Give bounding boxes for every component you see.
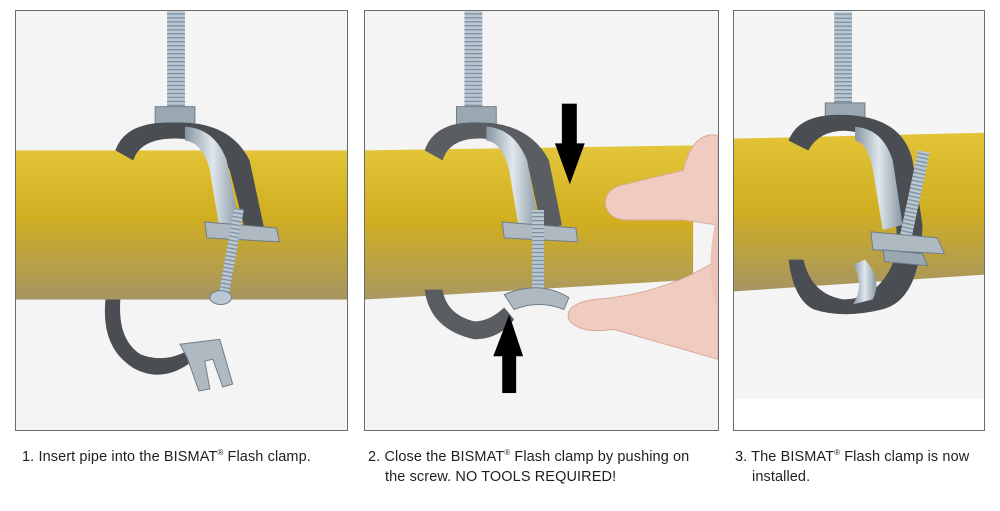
yellow-pipe [16, 150, 347, 300]
step-number: 2. [368, 449, 381, 465]
closing-clamp-illustration [365, 11, 718, 394]
step-text-line2: installed. [752, 469, 811, 485]
step-text: Close the BISMAT [384, 449, 505, 465]
step-3-caption: 3. The BISMAT® Flash clamp is now instal… [735, 447, 995, 487]
registered-mark: ® [217, 448, 224, 457]
registered-mark: ® [504, 448, 511, 457]
step-3-image [733, 10, 985, 431]
step-text-cont: Flash clamp by pushing on [510, 449, 690, 465]
open-clamp-illustration [16, 11, 347, 392]
registered-mark: ® [834, 448, 841, 457]
step-number: 1. [22, 449, 35, 465]
step-text: Insert pipe into the BISMAT [38, 449, 218, 465]
closed-clamp-illustration [734, 11, 984, 399]
arrow-down-icon [554, 103, 585, 185]
arrow-up-icon [493, 314, 524, 394]
step-text-cont: Flash clamp. [223, 449, 311, 465]
step-number: 3. [735, 449, 748, 465]
hand-lower-finger [567, 259, 718, 360]
step-text-cont: Flash clamp is now [840, 449, 970, 465]
step-2-image [364, 10, 719, 431]
step-text: The BISMAT [751, 449, 835, 465]
step-1-image [15, 10, 348, 431]
hand-upper-finger [604, 134, 718, 226]
threaded-rod [167, 11, 185, 111]
step-2-caption: 2. Close the BISMAT® Flash clamp by push… [368, 447, 728, 487]
step-text-line2: the screw. NO TOOLS REQUIRED! [385, 469, 617, 485]
step-1-caption: 1. Insert pipe into the BISMAT® Flash cl… [22, 447, 362, 467]
